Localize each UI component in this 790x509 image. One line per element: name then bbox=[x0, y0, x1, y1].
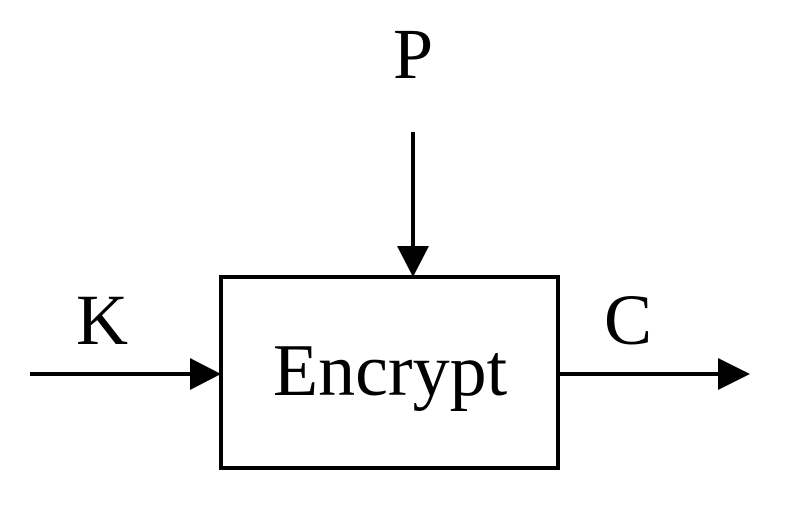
key-arrow bbox=[30, 358, 221, 390]
plaintext-label: P bbox=[393, 14, 433, 94]
key-label: K bbox=[76, 280, 128, 360]
ciphertext-arrow bbox=[558, 358, 750, 390]
plaintext-arrow bbox=[397, 132, 429, 277]
encrypt-box bbox=[219, 275, 560, 470]
ciphertext-label: C bbox=[604, 280, 652, 360]
encrypt-label: Encrypt bbox=[273, 330, 508, 412]
